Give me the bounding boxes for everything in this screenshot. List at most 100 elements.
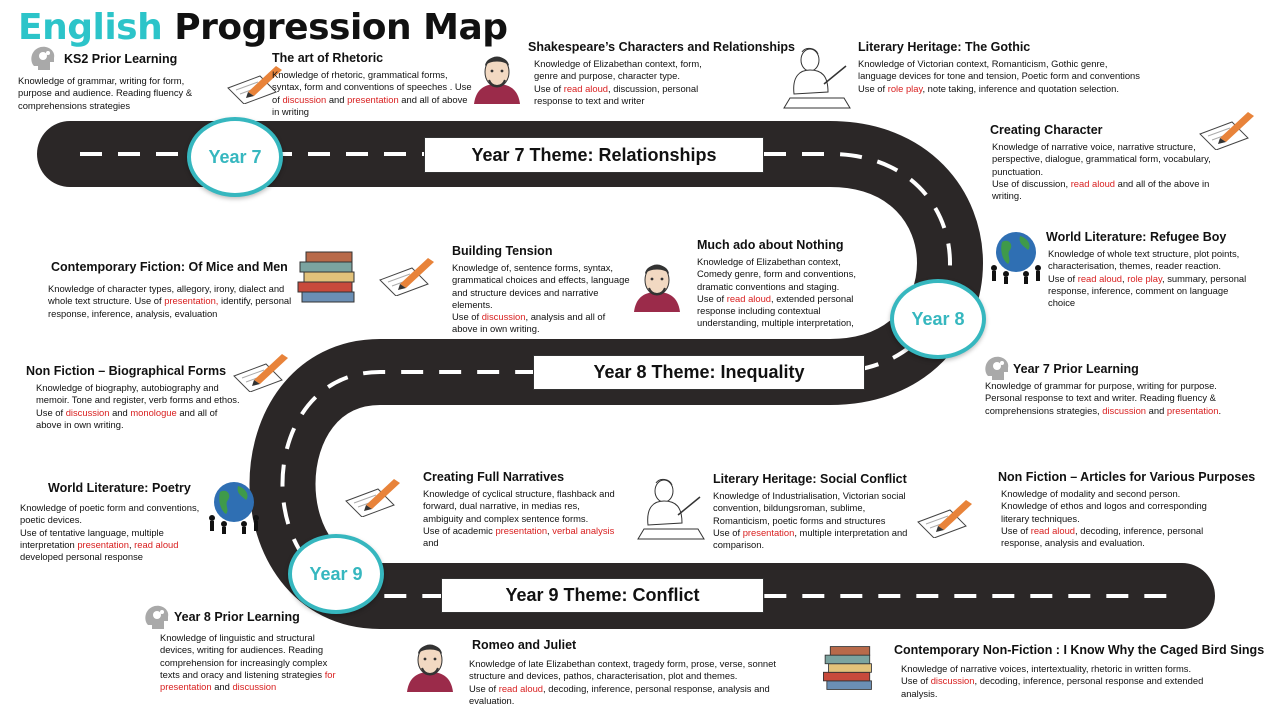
articles-text: , decoding, inference, personal response…	[1001, 524, 1204, 549]
mice-men-presentation: presentation,	[164, 295, 219, 307]
biographical-text: and	[109, 406, 131, 418]
building-tension-text: , analysis and all of above in own writi…	[452, 311, 606, 335]
head-gears-icon	[145, 605, 169, 629]
y7-prior-text: .	[1218, 404, 1222, 416]
full-narratives-text: ,	[547, 524, 553, 536]
shakespeare-portrait-icon	[474, 56, 520, 104]
y8-prior-text: and	[211, 681, 233, 693]
y7-prior-text: Knowledge of grammar for purpose, writin…	[985, 380, 1217, 416]
rhetoric-text: Knowledge of rhetoric, grammatical forms…	[272, 69, 472, 105]
much-ado-text: Use of	[697, 292, 727, 304]
book-stack-icon	[823, 646, 872, 690]
social-conflict-presentation: presentation	[742, 526, 795, 538]
full-narratives-text: Knowledge of cyclical structure, flashba…	[423, 488, 615, 524]
refugee-boy-read-aloud: read aloud	[1077, 272, 1123, 284]
shakespeare-heading: Shakespeare’s Characters and Relationshi…	[528, 40, 796, 54]
poetry-text: developed personal response	[20, 551, 144, 563]
much-ado-text: Knowledge of Elizabethan context, Comedy…	[697, 256, 856, 292]
writer-sketch-icon	[637, 478, 705, 540]
biographical-heading: Non Fiction – Biographical Forms	[26, 364, 227, 378]
globe-people-icon	[209, 482, 259, 534]
rhetoric-presentation: presentation	[347, 93, 399, 105]
creating-character-text: and all of the above in writing.	[992, 177, 1210, 202]
theme-year9: Year 9 Theme: Conflict	[441, 578, 764, 613]
articles-text: Use of	[1001, 524, 1031, 536]
biographical-monologue: monologue	[130, 406, 177, 418]
shakespeare-text: , discussion, personal response to text …	[534, 82, 699, 106]
refugee-boy-heading: World Literature: Refugee Boy	[1046, 230, 1227, 244]
title-english: English	[18, 7, 163, 48]
shakespeare-portrait-icon	[407, 644, 453, 692]
pen-paper-icon	[1199, 112, 1254, 150]
much-ado-heading: Much ado about Nothing	[697, 238, 844, 252]
gothic-text: , note taking, inference and quotation s…	[922, 82, 1119, 94]
refugee-boy-text: ,	[1122, 272, 1128, 284]
gothic: Literary Heritage: The Gothic Knowledge …	[858, 40, 1148, 95]
refugee-boy-text: , summary, personal response, inference,…	[1048, 272, 1247, 309]
creating-character: Creating Character Knowledge of narrativ…	[990, 123, 1240, 202]
rhetoric-text: and	[326, 93, 348, 105]
caged-bird-text: , decoding, inference, personal response…	[901, 675, 1204, 699]
ks2-heading: KS2 Prior Learning	[64, 52, 178, 66]
articles-heading: Non Fiction – Articles for Various Purpo…	[998, 470, 1256, 484]
ks2-text: Knowledge of grammar, writing for form, …	[18, 75, 193, 111]
gothic-heading: Literary Heritage: The Gothic	[858, 40, 1031, 54]
y7-prior-presentation: presentation	[1166, 404, 1219, 416]
much-ado-text: , extended personal response including c…	[697, 292, 854, 329]
year8-badge: Year 8	[890, 279, 986, 359]
y8-prior-heading: Year 8 Prior Learning	[174, 610, 300, 624]
social-conflict: Literary Heritage: Social Conflict Knowl…	[713, 472, 913, 551]
ks2-prior-learning: KS2 Prior Learning Knowledge of grammar,…	[18, 52, 196, 112]
refugee-boy: World Literature: Refugee Boy Knowledge …	[1046, 230, 1270, 309]
poetry-read-aloud: read aloud	[134, 538, 179, 550]
refugee-boy-role-play: role play	[1127, 272, 1162, 284]
caged-bird-discussion: discussion	[930, 675, 975, 687]
refugee-boy-text: Use of	[1048, 272, 1078, 284]
social-conflict-text: , multiple interpretation and comparison…	[713, 526, 908, 551]
biographical-forms: Non Fiction – Biographical Forms Knowled…	[26, 364, 246, 431]
year7-badge: Year 7	[187, 117, 283, 197]
y7-prior-heading: Year 7 Prior Learning	[1013, 362, 1139, 376]
social-conflict-text: Use of	[713, 526, 743, 538]
creating-character-text: Knowledge of narrative voice, narrative …	[992, 141, 1211, 177]
gothic-text: Knowledge of Victorian context, Romantic…	[858, 58, 1140, 82]
of-mice-and-men: Contemporary Fiction: Of Mice and Men Kn…	[48, 260, 294, 320]
year7-prior-learning: Year 7 Prior Learning Knowledge of gramm…	[985, 362, 1245, 417]
building-tension-discussion: discussion	[481, 311, 526, 323]
full-narratives-verbal-analysis: verbal analysis	[552, 524, 615, 536]
pen-paper-icon	[233, 354, 288, 392]
romeo-heading: Romeo and Juliet	[472, 638, 577, 652]
pen-paper-icon	[917, 500, 972, 538]
head-gears-icon	[31, 46, 55, 70]
poetry-text: Use of tentative language, multiple inte…	[20, 526, 164, 550]
globe-people-icon	[991, 232, 1041, 284]
poetry-text: Knowledge of poetic form and conventions…	[20, 502, 200, 526]
much-ado: Much ado about Nothing Knowledge of Eliz…	[697, 238, 877, 330]
art-of-rhetoric: The art of Rhetoric Knowledge of rhetori…	[272, 51, 472, 118]
articles-text: Knowledge of modality and second person.	[1001, 488, 1181, 499]
building-tension-heading: Building Tension	[452, 244, 553, 258]
shakespeare-portrait-icon	[634, 264, 680, 312]
poetry-heading: World Literature: Poetry	[48, 481, 191, 495]
articles-various-purposes: Non Fiction – Articles for Various Purpo…	[998, 470, 1256, 549]
caged-bird: Contemporary Non-Fiction : I Know Why th…	[894, 643, 1268, 700]
shakespeare-text: Knowledge of Elizabethan context, form, …	[534, 58, 702, 82]
creating-character-heading: Creating Character	[990, 123, 1103, 137]
book-stack-icon	[297, 251, 355, 303]
full-narratives-heading: Creating Full Narratives	[423, 470, 565, 484]
y8-prior-discussion: discussion	[232, 681, 277, 693]
full-narratives-text: Use of academic	[423, 524, 496, 536]
building-tension-text: Knowledge of, sentence forms, syntax, gr…	[452, 262, 630, 310]
world-literature-poetry: World Literature: Poetry Knowledge of po…	[20, 481, 210, 563]
theme-year8: Year 8 Theme: Inequality	[533, 355, 865, 390]
rhetoric-heading: The art of Rhetoric	[272, 51, 384, 65]
y7-prior-text: and	[1146, 404, 1167, 416]
page-title: English Progression Map	[18, 6, 508, 50]
pen-paper-icon	[227, 66, 282, 104]
poetry-presentation: presentation	[77, 538, 129, 550]
poetry-text: ,	[128, 538, 135, 550]
theme-year7: Year 7 Theme: Relationships	[424, 137, 764, 173]
mice-men-text: identify, personal response, inference, …	[48, 295, 292, 319]
shakespeare-text: Use of	[534, 82, 564, 94]
social-conflict-text: Knowledge of Industrialisation, Victoria…	[713, 490, 906, 526]
